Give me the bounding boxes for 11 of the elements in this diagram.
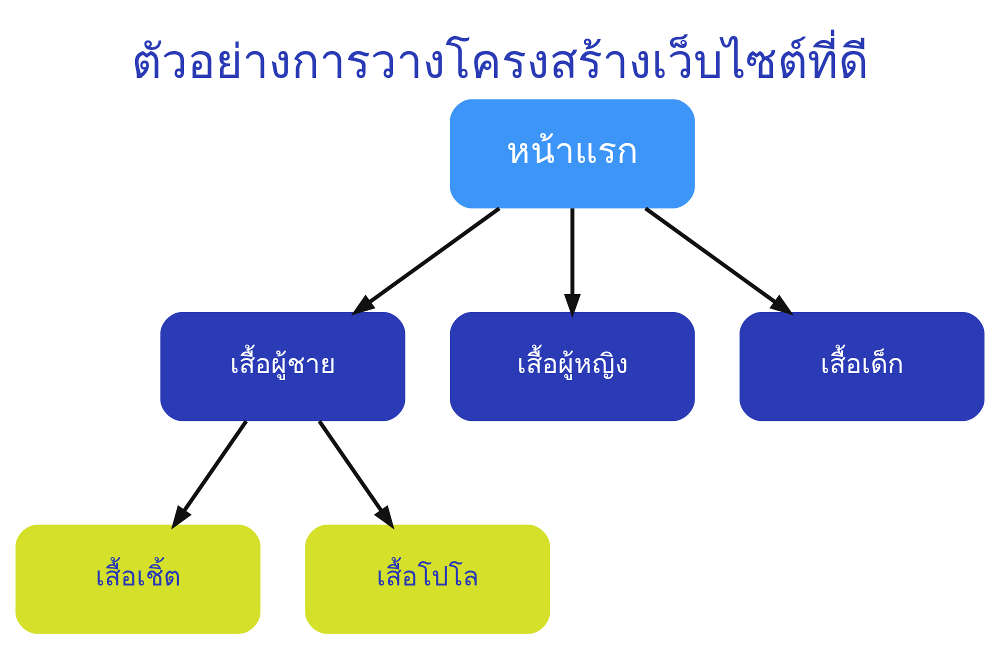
arrow xyxy=(351,206,500,316)
node-box: เสื้อเชิ้ต xyxy=(16,524,260,634)
node-box: เสื้อผู้หญิง xyxy=(450,312,695,422)
node-box: เสื้อโปโล xyxy=(305,524,550,634)
arrow xyxy=(644,206,794,316)
node-box: หน้าแรก xyxy=(450,99,695,208)
arrow xyxy=(171,420,248,530)
arrow xyxy=(318,420,394,530)
node-box: เสื้อผู้ชาย xyxy=(160,312,406,422)
node-box: เสื้อเด็ก xyxy=(740,312,984,422)
arrow xyxy=(564,208,581,318)
